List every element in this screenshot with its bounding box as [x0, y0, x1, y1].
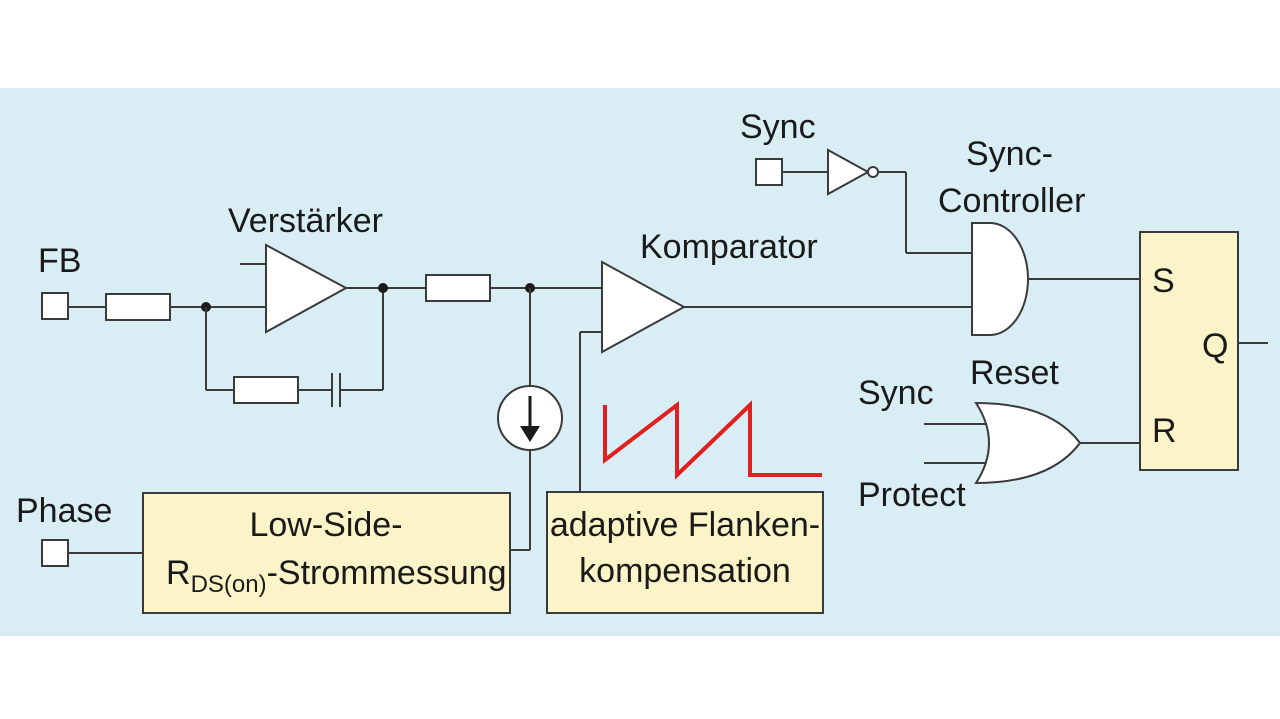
q-output-label: Q — [1202, 327, 1228, 365]
strommessung-subscript: DS(on) — [191, 571, 267, 598]
r-input-label: R — [1152, 412, 1177, 450]
strommessung-r: R — [166, 554, 191, 592]
or-gate-icon — [974, 401, 1082, 485]
down-arrow-icon — [520, 396, 540, 442]
feedback-resistor — [233, 376, 299, 404]
flanken-line1: adaptive Flanken- — [550, 506, 820, 544]
strommessung-line1: Low-Side- — [249, 506, 402, 544]
komparator-label: Komparator — [640, 228, 818, 266]
and-gate-icon — [971, 222, 1029, 336]
reset-label: Reset — [970, 354, 1059, 392]
protect-label: Protect — [858, 476, 966, 514]
sync-or-label: Sync — [858, 374, 934, 412]
comparator-triangle — [601, 260, 687, 354]
fb-terminal — [41, 292, 69, 320]
sync-controller-label-1: Sync- — [966, 135, 1053, 173]
sr-flip-flop — [1139, 231, 1239, 471]
sync-controller-label-2: Controller — [938, 182, 1085, 220]
phase-terminal — [41, 539, 69, 567]
sync-top-label: Sync — [740, 108, 816, 146]
fb-label: FB — [38, 242, 81, 280]
amplifier-triangle — [265, 243, 349, 334]
series-resistor — [425, 274, 491, 302]
strommessung-line2: RDS(on)-Strommessung — [166, 554, 507, 598]
input-resistor — [105, 293, 171, 321]
junction-dot — [378, 283, 388, 293]
strommessung-box — [142, 492, 511, 614]
flanken-line2: kompensation — [579, 552, 791, 590]
sawtooth-wave-icon — [603, 400, 822, 480]
strommessung-rest: -Strommessung — [267, 554, 507, 592]
sync-terminal — [755, 158, 783, 186]
phase-label: Phase — [16, 492, 112, 530]
flankenkompensation-box — [546, 491, 824, 614]
verstaerker-label: Verstärker — [228, 202, 383, 240]
s-input-label: S — [1152, 262, 1175, 300]
